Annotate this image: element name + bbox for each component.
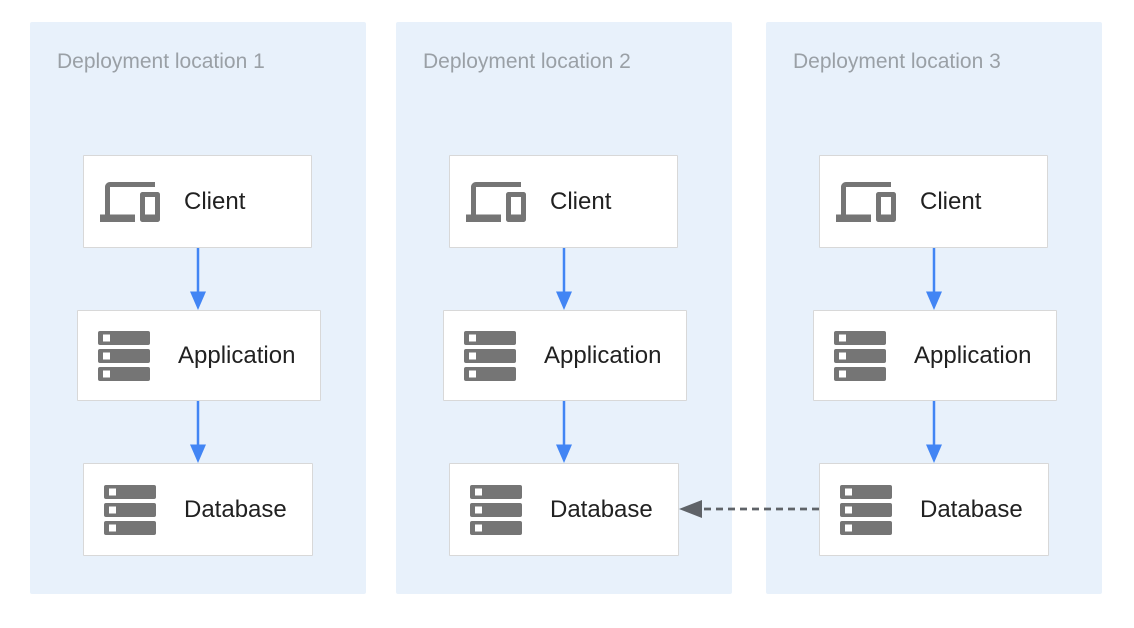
node-label: Client: [920, 187, 982, 215]
deployment-location-3-panel: Deployment location 3 Client: [766, 22, 1102, 594]
down-arrow-icon: [926, 401, 942, 463]
node-label: Database: [184, 495, 287, 523]
node-label: Database: [920, 495, 1023, 523]
panel-title: Deployment location 2: [423, 50, 631, 73]
devices-icon: [100, 177, 160, 227]
client-node: Client: [449, 155, 678, 248]
server-stack-icon: [100, 484, 160, 535]
down-arrow-icon: [556, 248, 572, 310]
node-label: Application: [914, 341, 1032, 369]
node-label: Application: [544, 341, 662, 369]
down-arrow-icon: [190, 401, 206, 463]
database-node: Database: [819, 463, 1049, 556]
down-arrow-icon: [926, 248, 942, 310]
application-node: Application: [443, 310, 687, 401]
client-node: Client: [819, 155, 1048, 248]
server-stack-icon: [836, 484, 896, 535]
devices-icon: [836, 177, 896, 227]
application-node: Application: [77, 310, 321, 401]
node-label: Application: [178, 341, 296, 369]
node-label: Client: [184, 187, 246, 215]
server-stack-icon: [460, 330, 520, 381]
node-label: Client: [550, 187, 612, 215]
dashed-left-arrow-icon: [679, 500, 819, 518]
client-node: Client: [83, 155, 312, 248]
deployment-location-1-panel: Deployment location 1 Client: [30, 22, 366, 594]
server-stack-icon: [94, 330, 154, 381]
deployment-location-2-panel: Deployment location 2 Client: [396, 22, 732, 594]
database-node: Database: [449, 463, 679, 556]
server-stack-icon: [466, 484, 526, 535]
database-node: Database: [83, 463, 313, 556]
panel-title: Deployment location 1: [57, 50, 265, 73]
server-stack-icon: [830, 330, 890, 381]
application-node: Application: [813, 310, 1057, 401]
down-arrow-icon: [556, 401, 572, 463]
node-label: Database: [550, 495, 653, 523]
down-arrow-icon: [190, 248, 206, 310]
panel-title: Deployment location 3: [793, 50, 1001, 73]
devices-icon: [466, 177, 526, 227]
